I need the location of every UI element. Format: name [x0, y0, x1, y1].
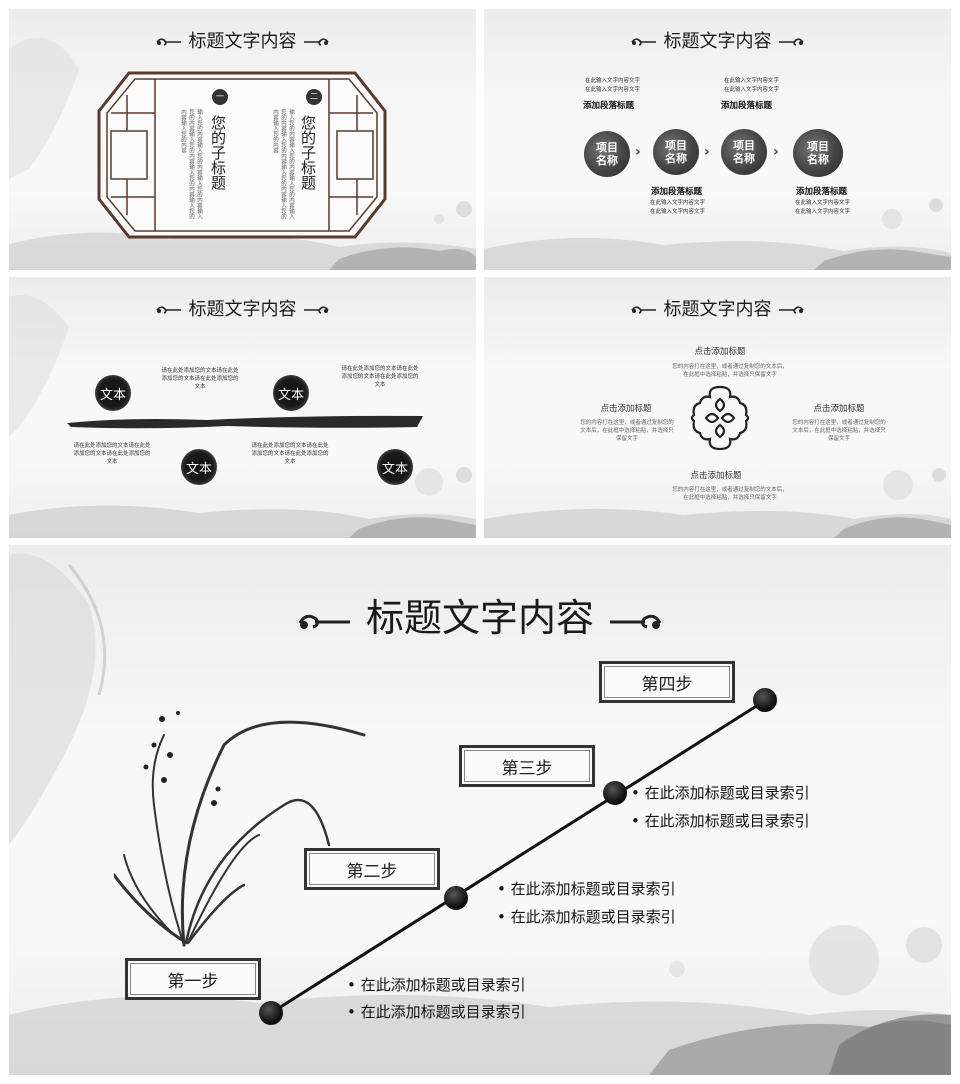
- ink-blot-label: 文本: [181, 449, 217, 485]
- cloud-ornament-icon: [630, 32, 658, 53]
- timeline-node: [603, 781, 627, 805]
- chevron-right-icon: ›: [635, 144, 641, 160]
- slide-4[interactable]: 标题文字内容 点击添加标题 您的内容打在这里，或者通过复制您的文本后，在此框中选…: [484, 277, 951, 538]
- cloud-ornament-icon: [302, 32, 330, 53]
- cloud-ornament-icon: [630, 300, 658, 321]
- project-bubble: 项目名称: [653, 129, 699, 175]
- heading: 点击添加标题: [600, 404, 652, 414]
- cloud-knot-ornament-icon: [690, 385, 750, 451]
- text-line: 在此输入文字内容文字: [650, 209, 706, 215]
- cloud-ornament-icon: [296, 599, 354, 643]
- heading: 点击添加标题: [813, 404, 865, 414]
- slide-2[interactable]: 标题文字内容 在此输入文字内容文字 在此输入文字内容文字 添加段落标题 在此输入…: [484, 9, 951, 270]
- orchid-painting: [114, 711, 366, 947]
- text-block: 请在此处添加您的文本请在此处添加您的文本请在此处添加您的文本: [73, 443, 151, 465]
- cloud-ornament-icon: [777, 32, 805, 53]
- bullet-item: • 在此添加标题或目录索引: [631, 812, 810, 830]
- text-line: 在此输入文字内容文字: [724, 78, 780, 84]
- body-text: 输入您的内容输入您的内容输入您的内容输入您的内容输入您的内容输入您的内容输入您的…: [180, 109, 202, 219]
- step-label: 第四步: [599, 661, 735, 703]
- cloud-ornament-icon: [606, 599, 664, 643]
- paragraph-heading: 添加段落标题: [796, 187, 848, 197]
- timeline-node: [259, 1001, 283, 1025]
- heading: 点击添加标题: [690, 471, 742, 481]
- subtitle: 您的子标题: [209, 115, 227, 190]
- chevron-right-icon: ›: [773, 144, 779, 160]
- bullet-item: • 在此添加标题或目录索引: [347, 976, 526, 994]
- project-bubble: 项目名称: [793, 129, 843, 177]
- slide-title: 标题文字内容: [663, 31, 772, 52]
- timeline-node: [444, 886, 468, 910]
- text-line: 在此输入文字内容文字: [585, 87, 641, 93]
- heading: 点击添加标题: [694, 347, 746, 357]
- slide-3[interactable]: 标题文字内容 文本 文本 文本 文本 请在此处添加您的文本请在此处添加您的文本请…: [9, 277, 476, 538]
- body-text: 输入您的内容输入您的内容输入您的内容输入您的内容输入您的内容输入您的内容输入您的…: [272, 109, 294, 219]
- timeline-node: [753, 688, 777, 712]
- bullet-item: • 在此添加标题或目录索引: [347, 1003, 526, 1021]
- description: 您的内容打在这里，或者通过复制您的文本后，在此框中选择粘贴，并选择只保留文字: [580, 420, 674, 442]
- slide-title: 标题文字内容: [663, 299, 772, 320]
- ink-blot-label: 文本: [95, 375, 131, 411]
- slide-title: 标题文字内容: [365, 596, 594, 640]
- paragraph-heading: 添加段落标题: [721, 101, 773, 111]
- project-bubble: 项目名称: [721, 129, 767, 175]
- text-line: 在此输入文字内容文字: [724, 87, 780, 93]
- description: 您的内容打在这里，或者通过复制您的文本后，在此框中选择粘贴，并选择只保留文字: [672, 487, 788, 501]
- text-line: 在此输入文字内容文字: [795, 200, 851, 206]
- cloud-ornament-icon: [777, 300, 805, 321]
- paragraph-heading: 添加段落标题: [583, 101, 635, 111]
- description: 您的内容打在这里，或者通过复制您的文本后，在此框中选择粘贴，并选择只保留文字: [792, 420, 886, 442]
- description: 您的内容打在这里，或者通过复制您的文本后，在此框中选择粘贴，并选择只保留文字: [672, 364, 788, 378]
- step-label: 第二步: [304, 848, 440, 890]
- ink-brush-stroke: [67, 415, 423, 429]
- cloud-ornament-icon: [155, 300, 183, 321]
- timeline-line: [270, 698, 767, 1015]
- text-line: 在此输入文字内容文字: [795, 209, 851, 215]
- text-line: 在此输入文字内容文字: [585, 78, 641, 84]
- slide-5[interactable]: 标题文字内容 第一步 第二步 第三步 第四步 • 在此添加标题或目录索引 • 在…: [9, 545, 951, 1075]
- number-badge: 一: [212, 89, 228, 105]
- paragraph-heading: 添加段落标题: [651, 187, 703, 197]
- slide-title: 标题文字内容: [188, 299, 297, 320]
- window-frame: [97, 71, 387, 239]
- text-block: 请在此处添加您的文本请在此处添加您的文本请在此处添加您的文本: [341, 366, 419, 388]
- slide-1[interactable]: 标题文字内容 一 二 您的子标题 您的子标题 输入您的内容输入您的内容输入您的内…: [9, 9, 476, 270]
- chevron-right-icon: ›: [704, 144, 710, 160]
- subtitle: 您的子标题: [299, 115, 317, 190]
- step-label: 第一步: [125, 958, 261, 1000]
- bullet-item: • 在此添加标题或目录索引: [497, 908, 676, 926]
- text-block: 请在此处添加您的文本请在此处添加您的文本请在此处添加您的文本: [161, 368, 239, 390]
- cloud-ornament-icon: [302, 300, 330, 321]
- cloud-ornament-icon: [155, 32, 183, 53]
- ink-blot-label: 文本: [377, 449, 413, 485]
- number-badge: 二: [306, 89, 322, 105]
- bullet-item: • 在此添加标题或目录索引: [631, 784, 810, 802]
- ink-blot-label: 文本: [273, 375, 309, 411]
- text-block: 请在此处添加您的文本请在此处添加您的文本请在此处添加您的文本: [251, 443, 329, 465]
- slide-title: 标题文字内容: [188, 31, 297, 52]
- step-label: 第三步: [459, 745, 595, 787]
- project-bubble: 项目名称: [584, 131, 630, 177]
- text-line: 在此输入文字内容文字: [650, 200, 706, 206]
- bullet-item: • 在此添加标题或目录索引: [497, 880, 676, 898]
